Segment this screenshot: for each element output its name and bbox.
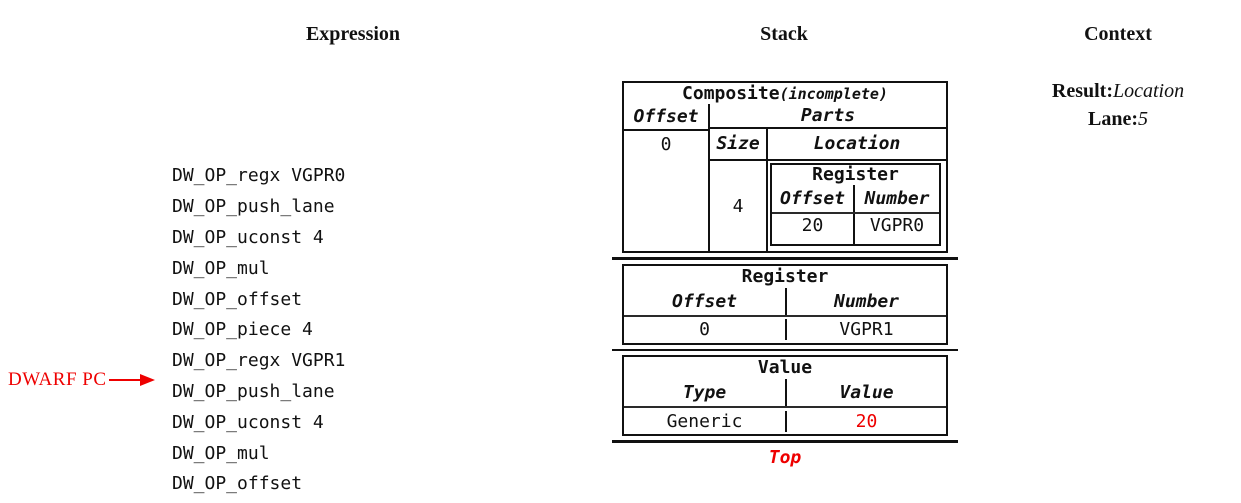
expression-line: DW_OP_uconst 4 <box>172 411 324 433</box>
expression-line: DW_OP_regx VGPR0 <box>172 165 346 187</box>
composite-title-text: Composite <box>682 83 780 104</box>
composite-parts-column: Parts Size Location 4 Register Offset <box>710 104 946 251</box>
value-type-value: Generic <box>624 410 787 432</box>
result-value: Location <box>1112 80 1185 102</box>
stack-top-label: Top <box>768 446 802 468</box>
context-block: Result:Location Lane:5 <box>1018 78 1218 133</box>
register-title: Register <box>741 265 829 287</box>
stack-column-title: Stack <box>760 23 808 45</box>
dwarf-pc-pointer: DWARF PC <box>8 369 155 391</box>
expression-line: DW_OP_push_lane <box>172 196 335 218</box>
nested-register-number-value: VGPR0 <box>869 215 925 236</box>
expression-line: DW_OP_push_lane <box>172 380 335 402</box>
register-offset-header: Offset <box>624 287 787 315</box>
nested-register-table: Register Offset Number 20 VGPR0 <box>770 163 941 246</box>
composite-offset-header: Offset <box>624 104 708 131</box>
expression-line: DW_OP_piece 4 <box>172 319 313 341</box>
expression-line: DW_OP_offset <box>172 288 303 310</box>
value-type-header: Type <box>624 379 787 406</box>
value-headers: Type Value <box>624 379 946 408</box>
composite-title: Composite(incomplete) <box>624 83 946 104</box>
nested-register-headers: Offset Number <box>772 185 939 214</box>
stack-entry-value: Value Type Value Generic 20 <box>622 355 948 436</box>
context-result-line: Result:Location <box>1018 78 1218 106</box>
value-value-value: 20 <box>855 410 878 432</box>
nested-register-offset-value: 20 <box>772 214 855 244</box>
composite-body: Offset 0 Parts Size Location 4 Register <box>624 104 946 251</box>
composite-offset-column: Offset 0 <box>624 104 710 251</box>
register-number-value: VGPR1 <box>839 319 894 340</box>
composite-incomplete-note: (incomplete) <box>779 85 888 103</box>
arrow-shaft <box>108 378 140 382</box>
lane-label: Lane: <box>1088 107 1138 130</box>
composite-part-row: 4 Register Offset Number 20 VGPR0 <box>710 161 946 251</box>
stack-entry-composite: Composite(incomplete) Offset 0 Parts Siz… <box>622 81 948 253</box>
context-column-title: Context <box>1084 23 1152 45</box>
nested-register-number-header: Number <box>864 188 930 209</box>
expression-line: DW_OP_regx VGPR1 <box>172 350 346 372</box>
stack-column: Composite(incomplete) Offset 0 Parts Siz… <box>612 81 958 468</box>
value-values: Generic 20 <box>624 408 946 434</box>
result-label: Result: <box>1051 80 1113 102</box>
stack-bottom-separator <box>612 440 958 443</box>
nested-register-offset-header: Offset <box>772 185 855 212</box>
register-headers: Offset Number <box>624 287 946 317</box>
value-value-header: Value <box>839 382 894 403</box>
composite-size-value: 4 <box>710 161 768 251</box>
stack-entry-register: Register Offset Number 0 VGPR1 <box>622 263 948 345</box>
stack-entry-separator <box>612 348 958 351</box>
composite-parts-header: Parts <box>710 104 946 129</box>
value-title: Value <box>757 357 813 378</box>
nested-register-title: Register <box>812 164 899 185</box>
expression-line: DW_OP_mul <box>172 442 270 464</box>
dwarf-pc-label: DWARF PC <box>8 369 107 390</box>
expression-line: DW_OP_uconst 4 <box>172 226 324 248</box>
composite-location-header: Location <box>813 133 901 154</box>
register-number-header: Number <box>833 290 900 312</box>
stack-entry-separator <box>612 257 958 260</box>
composite-parts-subheader: Size Location <box>710 129 946 161</box>
context-lane-line: Lane:5 <box>1018 106 1218 134</box>
register-offset-value: 0 <box>624 319 787 340</box>
expression-line: DW_OP_offset <box>172 473 303 495</box>
composite-size-header: Size <box>710 129 768 159</box>
composite-location-cell: Register Offset Number 20 VGPR0 <box>768 161 946 251</box>
lane-value: 5 <box>1138 107 1148 130</box>
composite-offset-value: 0 <box>660 134 672 155</box>
expression-column-title: Expression <box>305 23 401 45</box>
nested-register-values: 20 VGPR0 <box>772 214 939 244</box>
expression-line: DW_OP_mul <box>172 257 270 279</box>
arrow-right-icon <box>139 374 155 386</box>
register-values: 0 VGPR1 <box>624 317 946 343</box>
